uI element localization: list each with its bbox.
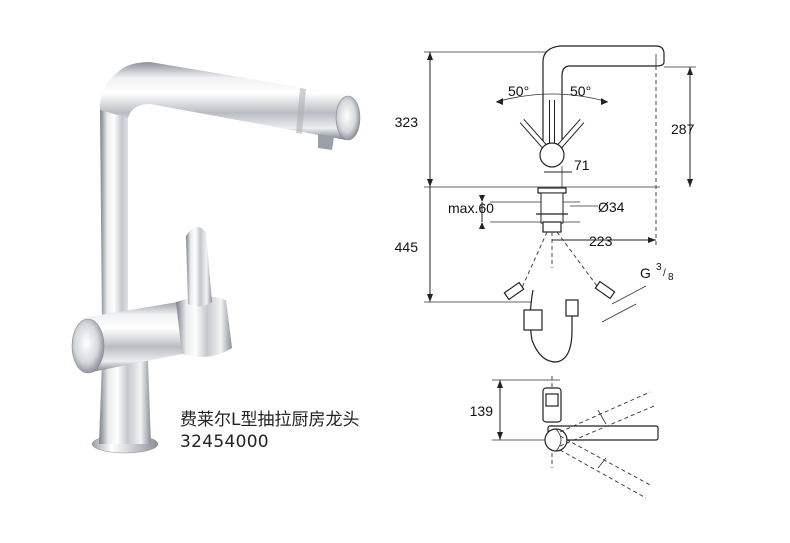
- arrow: [497, 380, 503, 388]
- arrow: [496, 98, 503, 105]
- arrow: [427, 179, 433, 187]
- leader-g38-b: [601, 303, 637, 323]
- angle-arc: [495, 93, 609, 103]
- top-handle: [544, 428, 568, 452]
- product-name: 费莱尔L型抽拉厨房龙头: [180, 410, 360, 430]
- thread-slash: /: [663, 268, 666, 279]
- dim-445-label: 445: [395, 239, 419, 255]
- top-cartridge: [545, 393, 559, 407]
- arrow: [648, 237, 656, 243]
- hose-weight: [523, 309, 543, 331]
- spout-seam: [296, 88, 306, 134]
- arrow: [497, 432, 503, 440]
- arrow: [687, 179, 693, 187]
- top-view-drawing: 139: [470, 376, 659, 499]
- thread-denominator: 8: [668, 272, 674, 283]
- angle-left-label: 50°: [508, 83, 529, 99]
- swivel-lower-a: [559, 435, 653, 487]
- mixer-circle: [539, 142, 565, 168]
- dim-323-label: 323: [395, 114, 419, 130]
- swivel-upper-b: [559, 405, 655, 447]
- arrow: [479, 195, 485, 202]
- arrow: [601, 98, 608, 105]
- hose-right: [556, 231, 601, 291]
- front-view-drawing: 50° 50° 287 323 71 max.60 Ø34 223: [395, 45, 696, 363]
- angle-right-label: 50°: [570, 83, 591, 99]
- swivel-lower-b: [559, 449, 647, 499]
- arrow: [427, 294, 433, 302]
- max-thickness-label: max.60: [448, 200, 494, 216]
- mixer-body: [82, 300, 202, 372]
- hose-fitting-right: [594, 280, 616, 300]
- tick: [597, 409, 607, 425]
- shank: [540, 192, 564, 224]
- leader-g38: [611, 285, 647, 305]
- dim-139-label: 139: [470, 403, 494, 419]
- spray-nozzle: [318, 134, 334, 150]
- mounting-bracket: [542, 221, 562, 233]
- deck-flange: [537, 187, 567, 194]
- hose-fitting-left: [503, 281, 525, 301]
- hose-connector: [565, 299, 579, 317]
- faucet-spout: [100, 62, 352, 140]
- dim-223-label: 223: [589, 233, 613, 249]
- thread-numerator: 3: [656, 262, 662, 273]
- handle-lever: [186, 226, 212, 307]
- faucet-lower-column: [99, 360, 151, 444]
- handle-cylinder: [176, 296, 232, 357]
- spout-head: [335, 95, 361, 141]
- faucet-outline: [542, 45, 665, 152]
- faucet-upper-column: [100, 75, 140, 330]
- swivel-upper-a: [559, 391, 651, 433]
- hole-diameter-label: Ø34: [598, 199, 625, 215]
- thread-label: G: [640, 265, 651, 281]
- faucet-photo: [71, 62, 361, 454]
- tick: [597, 457, 607, 469]
- arrow: [427, 52, 433, 60]
- arrow: [479, 222, 485, 229]
- product-code: 32454000: [180, 432, 269, 452]
- top-handle-arc: [555, 428, 562, 452]
- hose-left: [519, 231, 548, 293]
- dim-71-label: 71: [574, 157, 590, 173]
- mixer-cap: [71, 318, 105, 374]
- arrow: [687, 67, 693, 75]
- dim-287-label: 287: [671, 121, 695, 137]
